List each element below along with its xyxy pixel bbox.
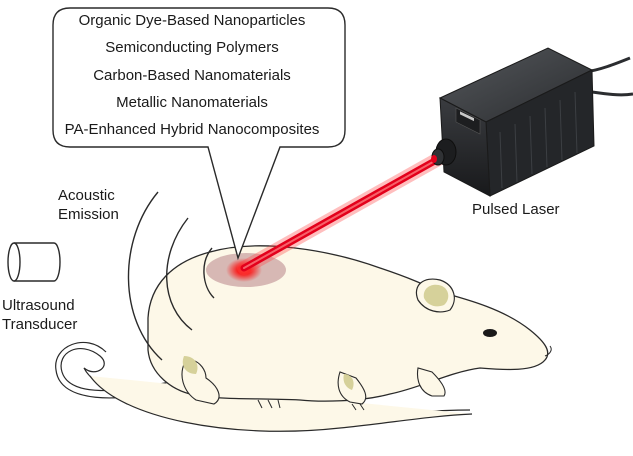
- acoustic-arc-2: [166, 217, 193, 331]
- ultrasound-transducer-label-line1: Ultrasound: [2, 297, 75, 314]
- pulsed-laser-label: Pulsed Laser: [472, 201, 560, 218]
- acoustic-emission-label-line1: Acoustic: [58, 187, 115, 204]
- callout-bubble: [52, 7, 346, 261]
- callout-item-metallic: Metallic Nanomaterials: [116, 94, 268, 111]
- callout-item-pa-enhanced-hybrid: PA-Enhanced Hybrid Nanocomposites: [64, 121, 320, 138]
- acoustic-arc-1: [203, 247, 215, 299]
- mouse-eye: [483, 329, 497, 337]
- callout-item-organic-dye: Organic Dye-Based Nanoparticles: [78, 12, 306, 29]
- acoustic-arc-3: [127, 191, 163, 361]
- ultrasound-transducer-label-line2: Transducer: [2, 316, 78, 333]
- ultrasound-transducer-icon: [7, 242, 61, 282]
- callout-item-carbon-based: Carbon-Based Nanomaterials: [93, 67, 291, 84]
- acoustic-emission-label-line2: Emission: [58, 206, 119, 223]
- callout-item-semiconducting-polymers: Semiconducting Polymers: [105, 39, 279, 56]
- pulsed-laser-device: [431, 47, 633, 197]
- laser-beam: [237, 151, 447, 275]
